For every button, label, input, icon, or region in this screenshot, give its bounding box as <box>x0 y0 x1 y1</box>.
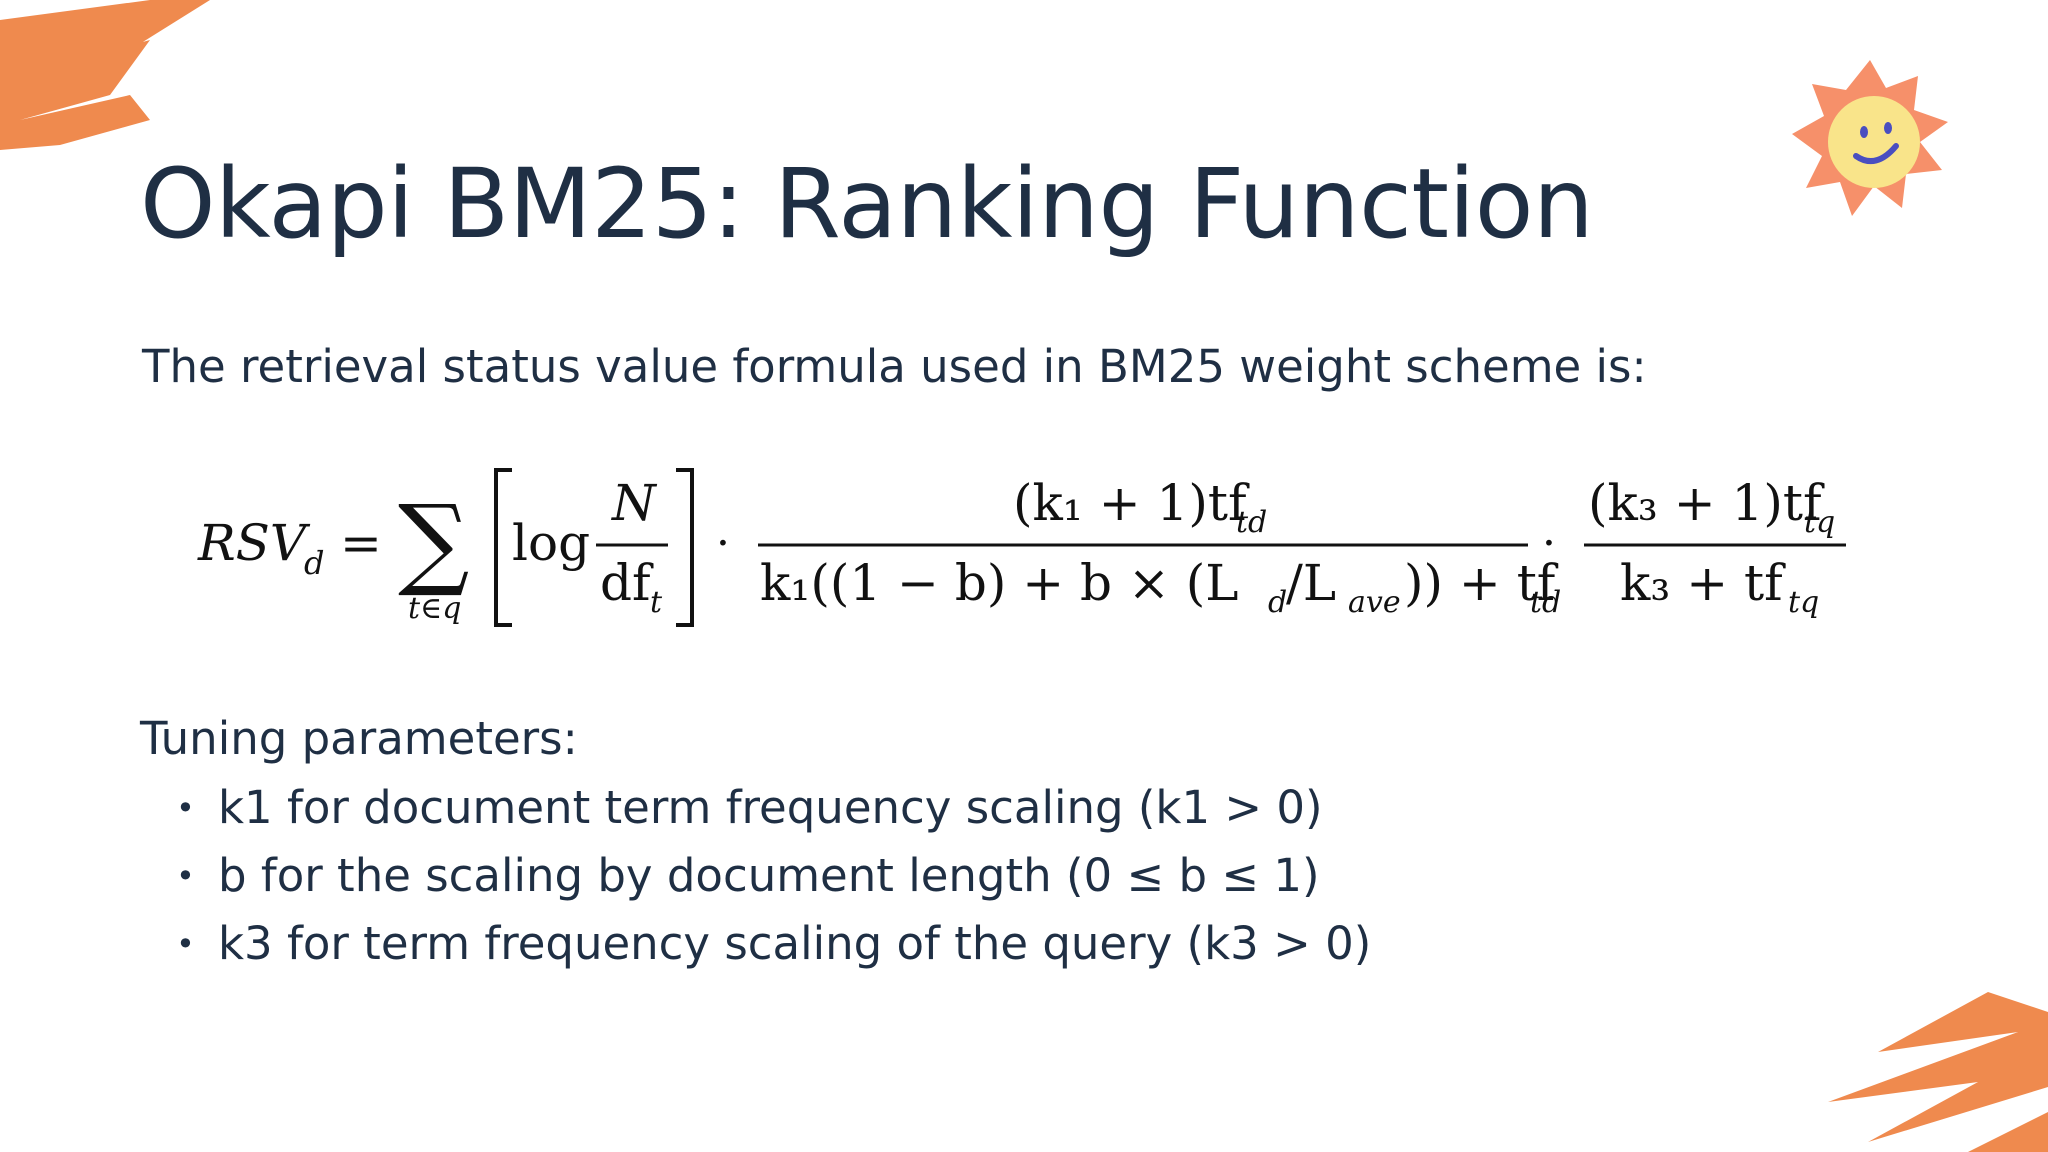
formula-lhs: RSV <box>197 514 311 572</box>
formula-log: log <box>512 514 590 572</box>
fraction2-denominator-c: )) + tf <box>1404 554 1559 612</box>
fraction2-denominator-sub1: d <box>1268 585 1287 620</box>
fraction2-denominator-a: k₁((1 − b) + b × (L <box>760 554 1238 612</box>
fraction2-denominator-sub2: ave <box>1348 585 1401 620</box>
slide-title: Okapi BM25: Ranking Function <box>140 148 1594 260</box>
fraction1-numerator: N <box>611 474 658 532</box>
param-k1-text: k1 for document term frequency scaling (… <box>218 781 1323 834</box>
tuning-parameters-heading: Tuning parameters: <box>140 712 578 765</box>
fraction1-denominator-sub: t <box>650 585 663 620</box>
orange-brush-stroke-bottom-right <box>1828 992 2048 1152</box>
fraction3-denominator-sub: tq <box>1788 585 1819 620</box>
bullet-icon: • <box>176 925 195 963</box>
right-bracket <box>676 468 694 627</box>
fraction2-numerator-sub: td <box>1236 505 1267 540</box>
fraction2-denominator-sub3: td <box>1530 585 1561 620</box>
formula-dot-2: · <box>1542 518 1556 569</box>
formula-dot-1: · <box>716 518 730 569</box>
bullet-icon: • <box>176 789 195 827</box>
fraction3-numerator-sub: tq <box>1804 505 1835 540</box>
formula-lhs-sub: d <box>304 544 324 582</box>
bm25-formula: RSV d = ∑ t∈q log N df t · (k₁ + 1)tf td… <box>197 468 1846 627</box>
fraction2-numerator: (k₁ + 1)tf <box>1013 474 1250 532</box>
fraction3-denominator: k₃ + tf <box>1620 554 1786 612</box>
tuning-parameters-list: • k1 for document term frequency scaling … <box>176 780 1371 984</box>
formula-equals: = <box>340 514 382 572</box>
list-item: • b for the scaling by document length (0… <box>176 848 1371 916</box>
smiling-sun-icon <box>1792 60 1948 216</box>
intro-text: The retrieval status value formula used … <box>142 340 1647 393</box>
formula-sum-sub: t∈q <box>408 591 461 626</box>
orange-brush-stroke-top-left <box>0 0 210 150</box>
param-k3-text: k3 for term frequency scaling of the que… <box>218 917 1372 970</box>
list-item: • k1 for document term frequency scaling … <box>176 780 1371 848</box>
fraction2-denominator-b: /L <box>1286 554 1336 612</box>
formula-sum-symbol: ∑ <box>398 483 469 600</box>
fraction1-denominator: df <box>600 554 654 612</box>
list-item: • k3 for term frequency scaling of the qu… <box>176 916 1371 984</box>
left-bracket <box>494 468 512 627</box>
bullet-icon: • <box>176 857 195 895</box>
param-b-text: b for the scaling by document length (0 … <box>218 849 1320 902</box>
fraction3-numerator: (k₃ + 1)tf <box>1588 474 1825 532</box>
